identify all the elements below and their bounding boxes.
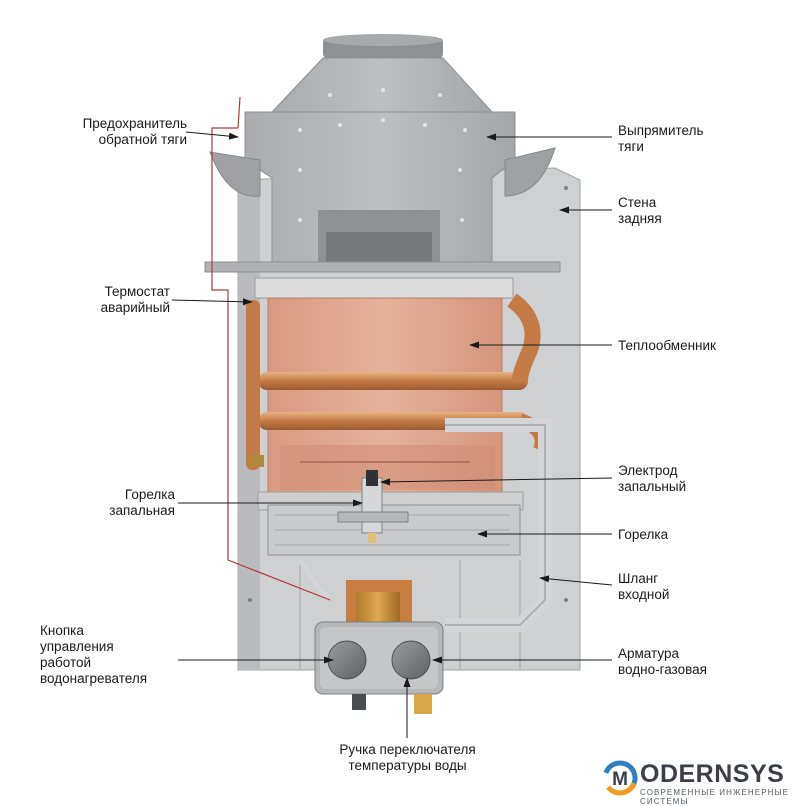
draft-hood [204,34,561,273]
logo-m-icon: M [602,760,638,796]
water-gas-valve [297,418,552,714]
leader-ignition-electrode [380,477,613,486]
burner [267,470,521,556]
label-heat-exchanger: Теплообменник [618,338,716,353]
svg-text:M: M [612,769,628,790]
modernsys-logo: M ODERNSYS СОВРЕМЕННЫЕ ИНЖЕНЕРНЫЕ СИСТЕМ… [600,758,795,806]
logo-brand: ODERNSYS [640,760,785,788]
thermostat-wire [211,96,331,601]
leader-thermostat [171,298,253,306]
logo-tagline: СОВРЕМЕННЫЕ ИНЖЕНЕРНЫЕ СИСТЕМЫ [640,788,790,806]
heat-exchanger [246,277,549,511]
leader-lines [171,131,613,738]
leader-inlet-hose [539,575,613,586]
label-burner: Горелка [618,527,669,542]
leader-draft-guard [185,131,239,140]
